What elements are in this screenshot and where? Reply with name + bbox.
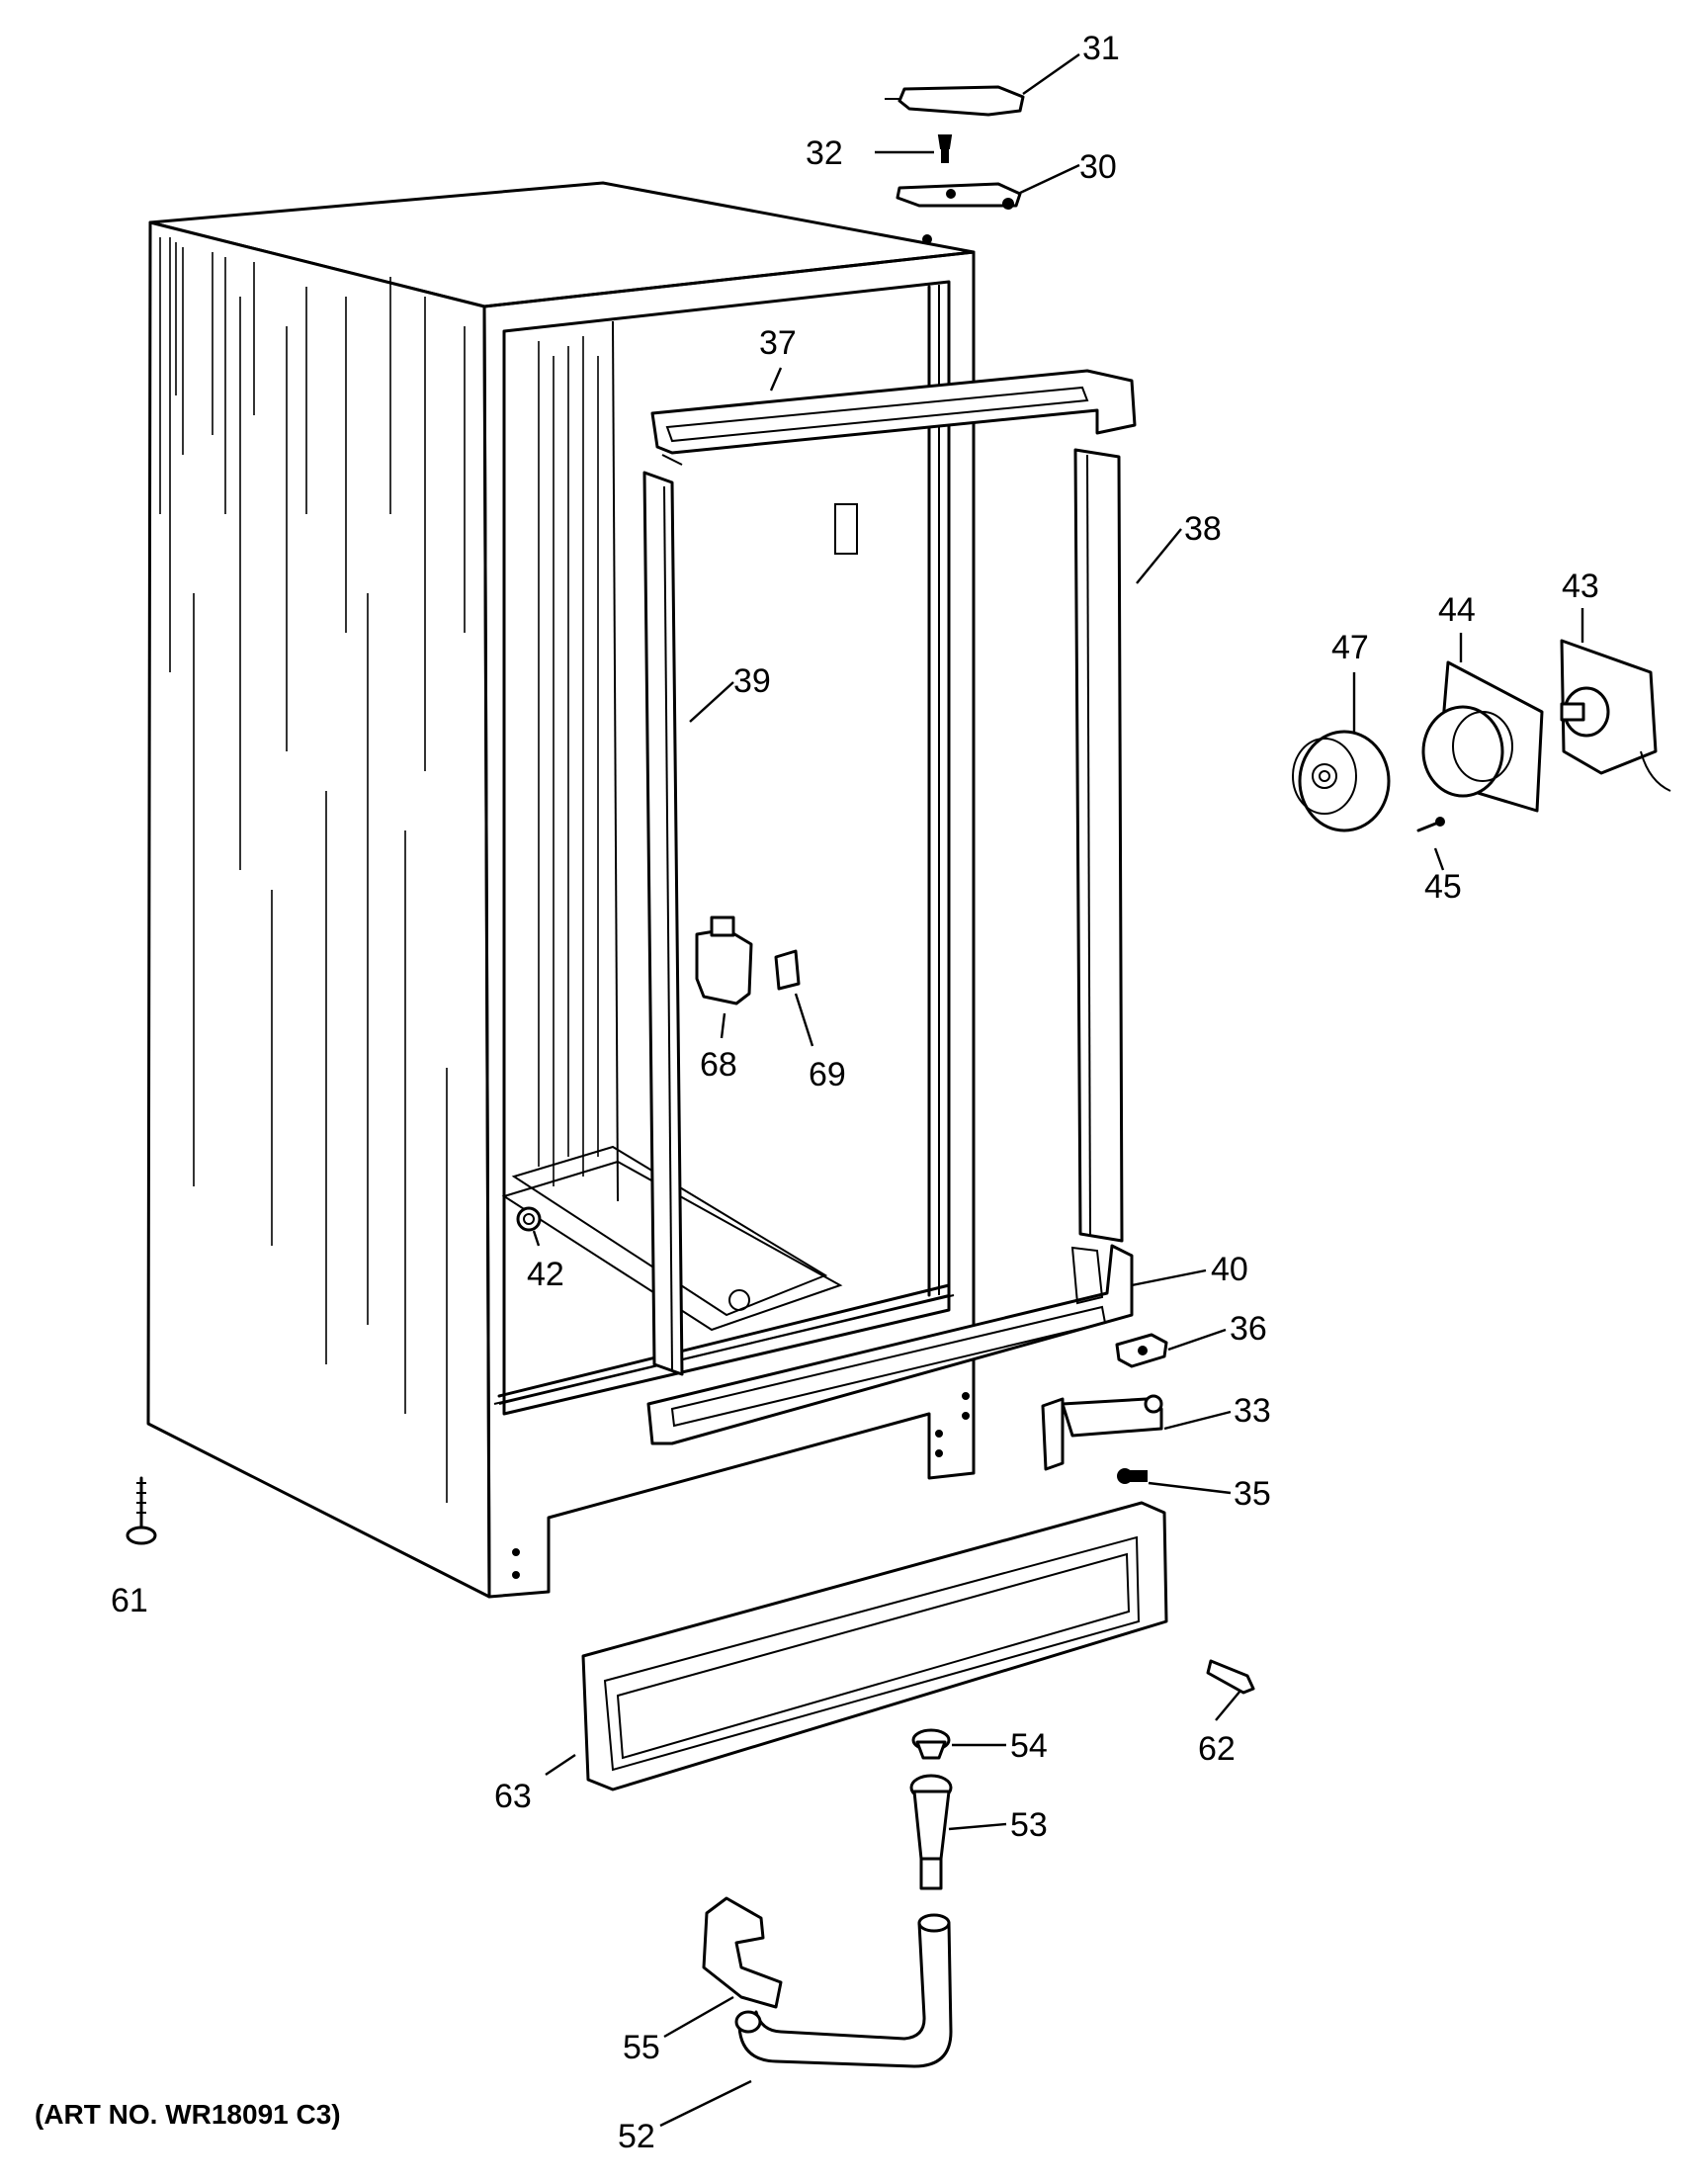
callout-55: 55 (623, 2029, 660, 2066)
callout-40: 40 (1211, 1251, 1248, 1288)
callout-42: 42 (527, 1256, 564, 1293)
part-32-screw (937, 134, 953, 163)
right-gasket-part-38 (1073, 448, 1124, 1243)
callout-36: 36 (1230, 1310, 1267, 1348)
callout-52: 52 (618, 2118, 655, 2155)
callout-30: 30 (1079, 148, 1117, 186)
callout-43: 43 (1562, 568, 1599, 605)
cabinet-shell (146, 181, 976, 1599)
callout-38: 38 (1184, 510, 1222, 548)
part-33-bottom-hinge (1041, 1394, 1163, 1471)
part-63-grille (581, 1501, 1168, 1791)
left-gasket-part-39 (642, 471, 684, 1376)
callout-63: 63 (494, 1778, 532, 1815)
part-53-drain-tube (909, 1774, 953, 1890)
callout-44: 44 (1438, 591, 1476, 629)
callout-47: 47 (1331, 629, 1369, 666)
part-35-screw (1117, 1468, 1148, 1484)
art-number: (ART NO. WR18091 C3) (35, 2099, 341, 2130)
part-43-thermostat (1560, 639, 1671, 792)
part-52-drain-hose (734, 1913, 953, 2068)
top-gasket-part-37 (650, 369, 1137, 466)
part-31-hinge-cover (885, 85, 1025, 117)
callout-61: 61 (111, 1582, 148, 1619)
callout-68: 68 (700, 1046, 737, 1084)
callout-45: 45 (1424, 868, 1462, 906)
part-62-screw (1206, 1659, 1255, 1695)
callout-39: 39 (733, 662, 771, 700)
part-30-hinge (896, 182, 1022, 210)
part-55-clip (702, 1896, 783, 2009)
part-44-bezel (1421, 660, 1544, 813)
leader-lines (532, 53, 1584, 2128)
callout-53: 53 (1010, 1806, 1048, 1844)
callout-54: 54 (1010, 1727, 1048, 1765)
part-36-hinge-pin (1115, 1333, 1168, 1368)
cabinet-side-hatching (159, 237, 599, 1503)
callout-35: 35 (1234, 1475, 1271, 1513)
part-45-screw (1416, 817, 1445, 832)
callout-62: 62 (1198, 1730, 1236, 1768)
part-47-knob (1292, 730, 1391, 832)
callout-33: 33 (1234, 1392, 1271, 1430)
callout-37: 37 (759, 324, 797, 362)
callout-69: 69 (809, 1056, 846, 1093)
callout-32: 32 (806, 134, 843, 172)
part-54-cap (911, 1728, 951, 1760)
callout-31: 31 (1082, 30, 1120, 67)
part-61-leveling-leg (126, 1476, 157, 1545)
part-69-label (774, 949, 801, 991)
part-68-light-housing (695, 916, 753, 1005)
part-42-drain-plug (516, 1206, 542, 1232)
